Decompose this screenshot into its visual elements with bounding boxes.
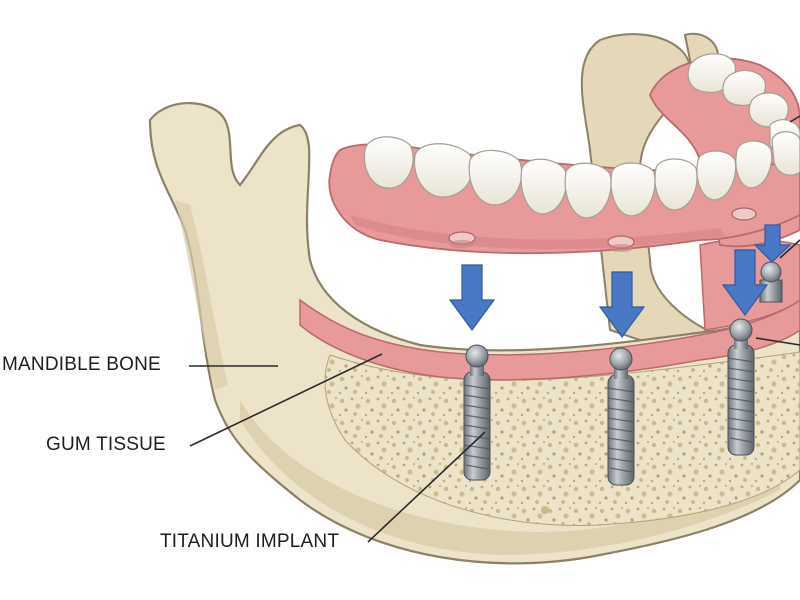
leader-line-implant xyxy=(367,431,486,543)
down-arrow-icon xyxy=(753,224,792,263)
down-arrow-icon xyxy=(598,271,646,339)
leader-line-right-middle xyxy=(779,239,800,259)
titanium-implant-3 xyxy=(727,318,755,456)
label-titanium-implant: TITANIUM IMPLANT xyxy=(160,531,340,552)
label-gum-tissue: GUM TISSUE xyxy=(46,434,166,455)
overdenture xyxy=(328,53,800,255)
label-mandible-bone: MANDIBLE BONE xyxy=(2,354,161,375)
leader-line-gum xyxy=(189,353,383,447)
down-arrow-icon xyxy=(448,264,496,332)
titanium-implant-4 xyxy=(759,261,783,303)
mandible-bone xyxy=(148,102,800,565)
titanium-implant-1 xyxy=(463,344,491,481)
leader-line-right-upper xyxy=(789,115,800,123)
leader-line-right-lower xyxy=(755,337,800,346)
titanium-implant-2 xyxy=(607,347,635,486)
leader-lines xyxy=(189,115,800,543)
down-arrow-icon xyxy=(721,249,769,317)
